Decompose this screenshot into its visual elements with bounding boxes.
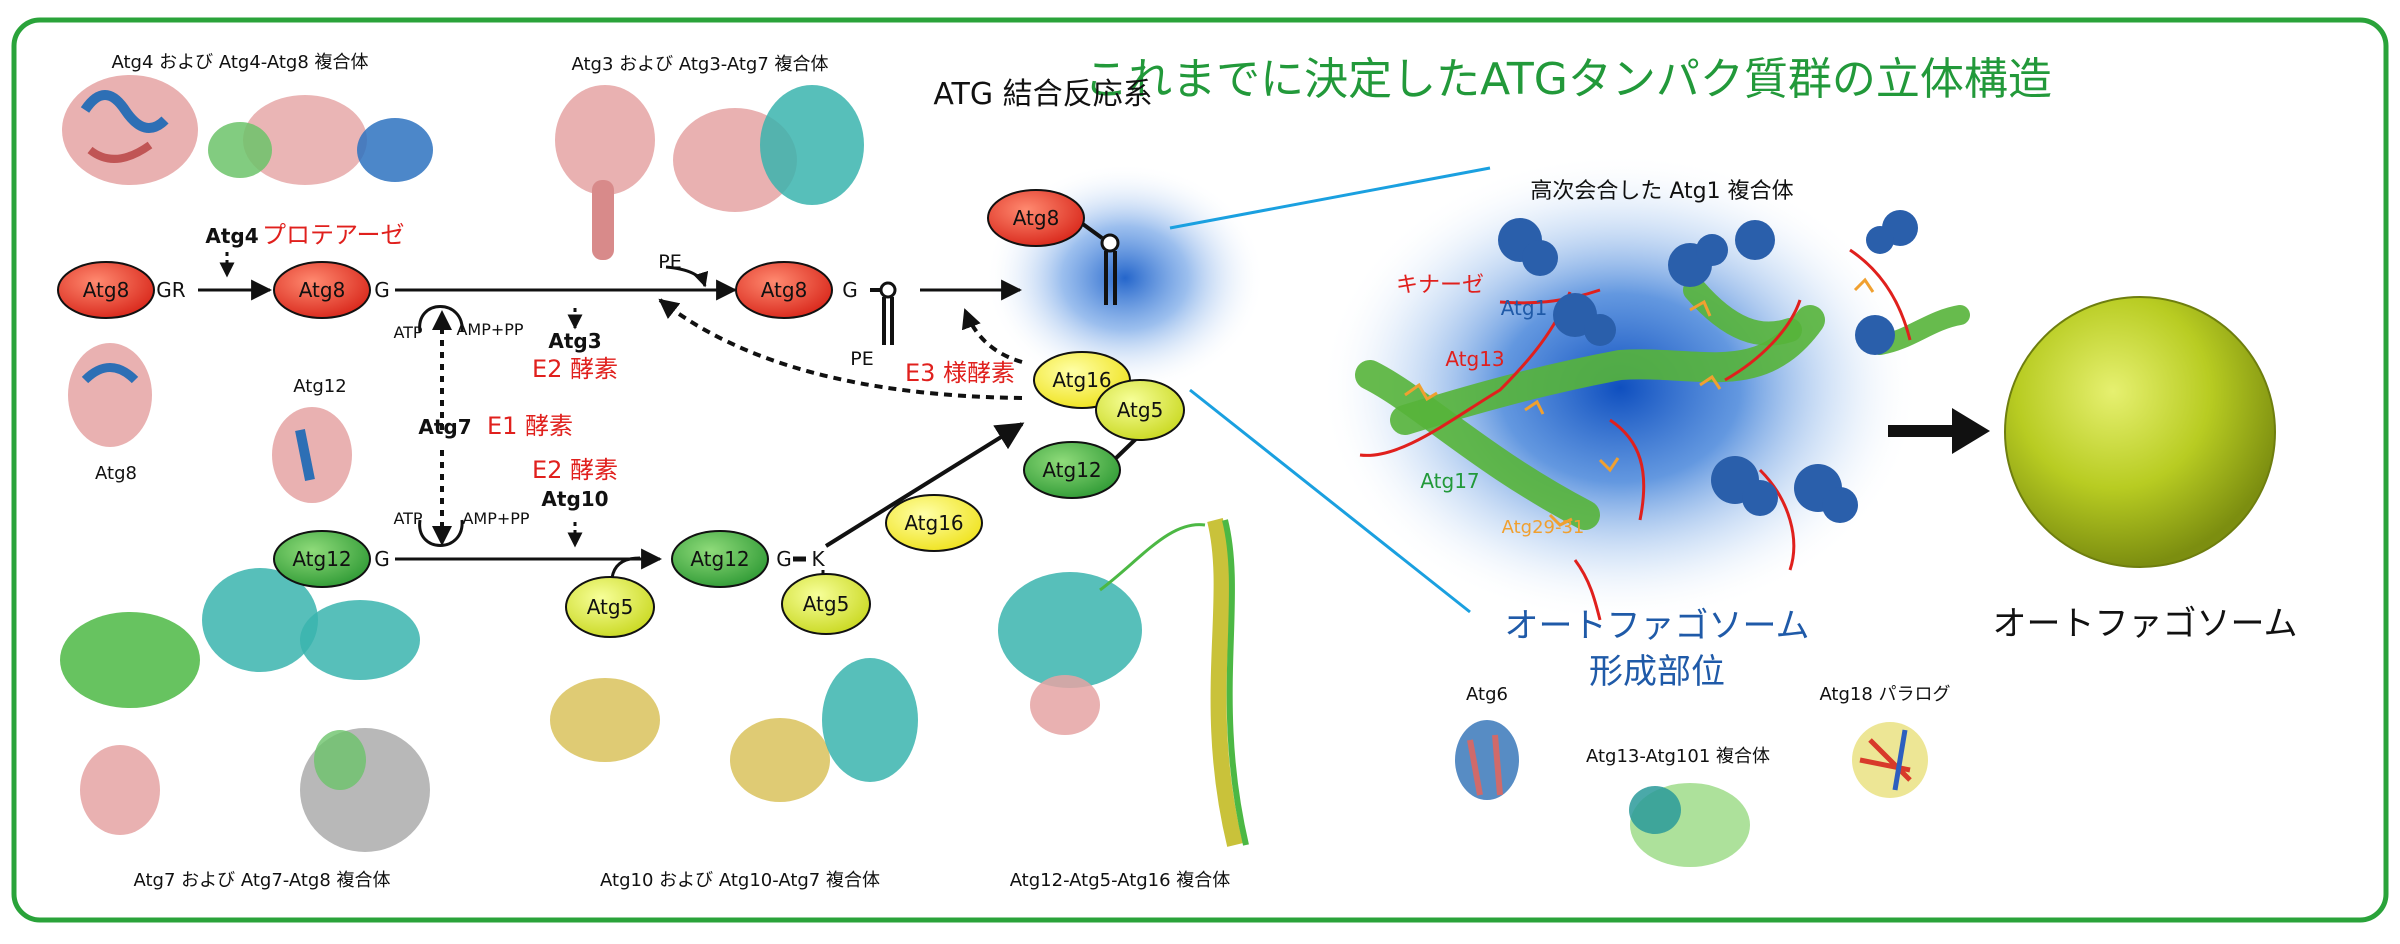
label-amp-row2: AMP+PP xyxy=(462,509,529,528)
site-caption: 高次会合した Atg1 複合体 xyxy=(1530,179,1793,204)
atp-loop-row1 xyxy=(418,305,464,333)
caption-atg4: Atg4 および Atg4-Atg8 複合体 xyxy=(111,52,368,73)
membrane-anchor xyxy=(1078,220,1120,305)
svg-text:Atg12: Atg12 xyxy=(1042,458,1101,482)
protein-structure-atg6 xyxy=(1455,720,1519,800)
autophagosome-sphere xyxy=(2004,296,2276,568)
caption-atg12: Atg12 xyxy=(293,376,346,397)
atg8-node-3: Atg8 xyxy=(735,261,833,319)
atg12-node-2: Atg12 xyxy=(671,530,769,588)
main-title: これまでに決定したATGタンパク質群の立体構造 xyxy=(1084,54,2052,105)
caption-atg6: Atg6 xyxy=(1466,684,1508,705)
label-amp-row1: AMP+PP xyxy=(456,320,523,339)
pathway-title: ATG 結合反応系 xyxy=(933,77,1152,112)
label-gr: GR xyxy=(156,278,185,302)
atg8-node-1: Atg8 xyxy=(57,261,155,319)
svg-text:Atg12: Atg12 xyxy=(292,547,351,571)
dotted-e3-short xyxy=(961,308,1023,364)
atg13-threads xyxy=(1359,248,1912,621)
svg-text:Atg16: Atg16 xyxy=(1052,368,1111,392)
label-k: K xyxy=(811,547,825,571)
atg5-node-2: Atg5 xyxy=(781,573,871,635)
svg-text:Atg5: Atg5 xyxy=(1117,398,1164,422)
arrow-pe-in xyxy=(665,265,709,288)
autophagosome-label: オートファゴソーム xyxy=(1993,604,2298,644)
atg29-31-bits xyxy=(1404,277,1875,527)
label-atg3: Atg3 xyxy=(548,329,601,353)
label-atp-row2: ATP xyxy=(393,509,422,528)
label-atp-row1: ATP xyxy=(393,323,422,342)
atp-loop-row2 xyxy=(418,519,464,547)
atg5-node-complex: Atg5 xyxy=(1095,379,1185,441)
site-label-atg17: Atg17 xyxy=(1420,469,1479,493)
protein-structure-atg18 xyxy=(1852,722,1928,798)
arrow-to-autophagosome xyxy=(1888,408,1990,454)
svg-text:Atg16: Atg16 xyxy=(904,511,963,535)
caption-atg3: Atg3 および Atg3-Atg7 複合体 xyxy=(571,54,828,75)
caption-atg18: Atg18 パラログ xyxy=(1819,684,1950,705)
atg5-node-1: Atg5 xyxy=(565,576,655,638)
zoom-line-bottom xyxy=(1189,388,1471,614)
atg8-pe-anchor xyxy=(870,281,897,345)
atg12-node-complex: Atg12 xyxy=(1023,441,1121,499)
label-g-row1b: G xyxy=(842,278,858,302)
site-label-atg13: Atg13 xyxy=(1445,347,1504,371)
label-e3: E3 様酵素 xyxy=(905,359,1015,387)
svg-text:Atg5: Atg5 xyxy=(587,595,634,619)
label-e2: E2 酵素 xyxy=(532,355,618,383)
protein-structure-atg4 xyxy=(62,75,433,185)
label-pe-bottom: PE xyxy=(850,348,873,370)
label-e1: E1 酵素 xyxy=(487,412,573,440)
protein-structure-atg7 xyxy=(60,568,430,852)
atg12-node-1: Atg12 xyxy=(273,530,371,588)
caption-atg7: Atg7 および Atg7-Atg8 複合体 xyxy=(133,870,390,891)
site-label-atg1: Atg1 xyxy=(1501,296,1548,320)
label-pe-top: PE xyxy=(658,251,681,273)
protein-structure-atg10 xyxy=(550,658,918,802)
label-atg7: Atg7 xyxy=(418,415,471,439)
label-protease: プロテアーゼ xyxy=(262,221,405,249)
atg16-node-free: Atg16 xyxy=(885,494,983,552)
svg-text:Atg5: Atg5 xyxy=(803,592,850,616)
atg8-node-2: Atg8 xyxy=(273,261,371,319)
outer-frame xyxy=(11,17,2389,923)
svg-text:Atg8: Atg8 xyxy=(761,278,808,302)
svg-text:Atg8: Atg8 xyxy=(1013,206,1060,230)
label-e2b: E2 酵素 xyxy=(532,456,618,484)
label-g-row2: G xyxy=(374,547,390,571)
svg-text:Atg12: Atg12 xyxy=(690,547,749,571)
site-label-kinase: キナーゼ xyxy=(1396,273,1484,298)
caption-atg10: Atg10 および Atg10-Atg7 複合体 xyxy=(600,870,880,891)
site-title-line2: 形成部位 xyxy=(1589,652,1725,692)
site-title-line1: オートファゴソーム xyxy=(1505,606,1810,646)
protein-structure-atg3 xyxy=(555,85,864,260)
dotted-e3-long xyxy=(658,298,1023,400)
caption-atg8: Atg8 xyxy=(95,463,137,484)
svg-text:Atg8: Atg8 xyxy=(299,278,346,302)
label-atg4: Atg4 xyxy=(205,224,258,248)
caption-atg12516: Atg12-Atg5-Atg16 複合体 xyxy=(1010,870,1231,891)
protein-structure-atg8 xyxy=(68,343,152,447)
label-atg10: Atg10 xyxy=(541,487,608,511)
site-label-atg29-31: Atg29-31 xyxy=(1502,517,1585,538)
svg-text:Atg8: Atg8 xyxy=(83,278,130,302)
zoom-line-top xyxy=(1169,166,1491,230)
protein-structure-atg12-5-16 xyxy=(998,518,1249,847)
protein-structure-atg12 xyxy=(272,407,352,503)
label-g-row1: G xyxy=(374,278,390,302)
arrow-atg5-in xyxy=(610,556,641,579)
protein-structure-atg13-101 xyxy=(1629,783,1750,867)
arrow-conj-to-atg16 xyxy=(824,422,1025,548)
label-g-row2b: G xyxy=(776,547,792,571)
caption-atg13-101: Atg13-Atg101 複合体 xyxy=(1586,746,1770,767)
atg1-complexes xyxy=(1498,210,1918,523)
atg8-node-4: Atg8 xyxy=(987,189,1085,247)
